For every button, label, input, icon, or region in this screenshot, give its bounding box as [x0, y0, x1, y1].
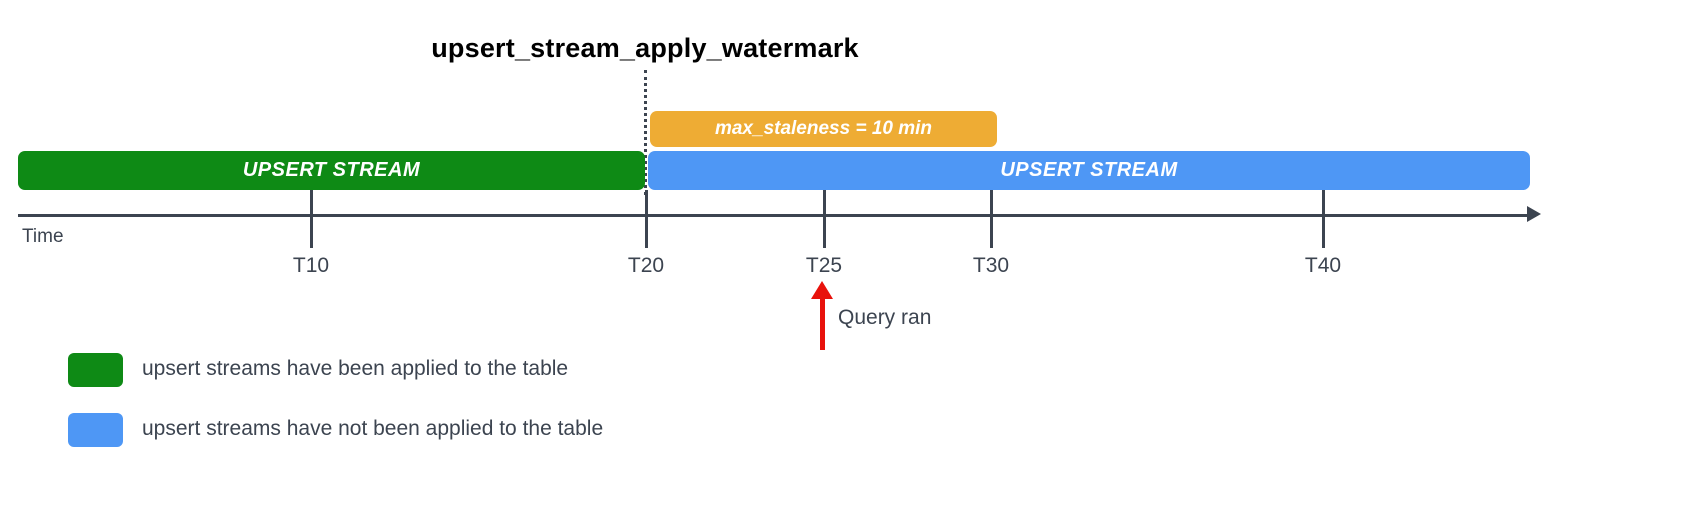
query-ran-arrow-icon	[811, 281, 833, 299]
legend-label-applied: upsert streams have been applied to the …	[142, 357, 569, 380]
time-axis-line	[18, 214, 1536, 217]
diagram-title: upsert_stream_apply_watermark	[431, 33, 859, 63]
upsert-stream-bar-not-applied: UPSERT STREAM	[648, 151, 1530, 190]
tick-label-t40: T40	[1304, 254, 1342, 277]
time-axis-arrow-icon	[1527, 206, 1541, 222]
tick-mark-t20	[645, 190, 648, 248]
upsert-stream-bar-applied: UPSERT STREAM	[18, 151, 645, 190]
tick-label-t30: T30	[972, 254, 1010, 277]
max-staleness-badge: max_staleness = 10 min	[650, 111, 997, 147]
watermark-dotted-line	[644, 70, 647, 195]
tick-label-t20: T20	[627, 254, 665, 277]
time-axis-label: Time	[22, 226, 64, 247]
tick-mark-t30	[990, 190, 993, 248]
query-ran-label: Query ran	[838, 306, 932, 329]
legend-swatch-applied	[68, 353, 123, 387]
tick-label-t10: T10	[292, 254, 330, 277]
legend-label-not-applied: upsert streams have not been applied to …	[142, 417, 604, 440]
tick-mark-t40	[1322, 190, 1325, 248]
query-ran-arrow-shaft	[820, 296, 825, 350]
legend-swatch-not-applied	[68, 413, 123, 447]
tick-mark-t25	[823, 190, 826, 248]
tick-label-t25: T25	[805, 254, 843, 277]
tick-mark-t10	[310, 190, 313, 248]
